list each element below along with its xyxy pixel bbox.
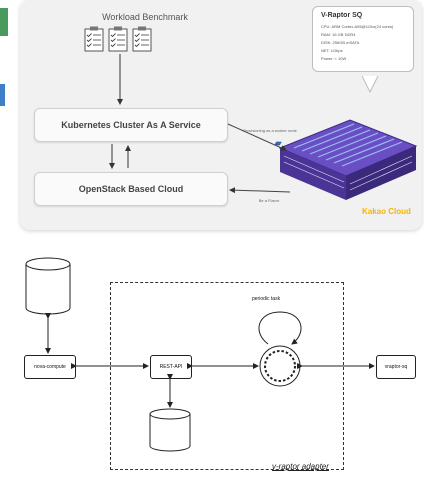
spec-line: DISK: 256GB mSATA (321, 40, 360, 45)
spec-line: Power: < 10W (321, 56, 347, 61)
clipboard-checklist-icon (84, 26, 104, 52)
clipboard-checklist-icon (132, 26, 152, 52)
placement-cylinder (25, 257, 71, 315)
spec-line: CPU: ARM Cortex-A55@1Ghz(24 cores) (321, 24, 394, 29)
db-label: DB (166, 430, 174, 436)
left-edge-green-tab (0, 8, 8, 36)
left-edge-blue-tab (0, 84, 5, 106)
periodic-task-label: periodic task (252, 296, 281, 302)
jobqueue-label: JobQueue (266, 362, 285, 367)
spec-line: RAM: 16 GB DDR4 (321, 32, 356, 37)
placement-label: placement (36, 288, 60, 294)
vraptor-sq-node: vraptor-sq (376, 355, 416, 379)
spec-callout: V-Raptor SQ CPU: ARM Cortex-A55@1Ghz(24 … (312, 6, 414, 72)
spec-line: NET: 1Gbps (321, 48, 343, 53)
flavor-label: Be a Flavor (258, 198, 280, 203)
clipboard-checklist-icon (108, 26, 128, 52)
openstack-cloud-box: OpenStack Based Cloud (34, 172, 228, 206)
rest-api-node: REST-API (150, 355, 192, 379)
adapter-label: v-raptor adapter (272, 462, 329, 471)
kubernetes-cluster-box: Kubernetes Cluster As A Service (34, 108, 228, 142)
adapter-boundary (110, 282, 344, 470)
spec-title: V-Raptor SQ (321, 12, 363, 19)
kakao-cloud-architecture-panel: Workload Benchmark V-Raptor SQ CPU: ARM … (20, 0, 422, 230)
server-rack-icon (274, 119, 418, 200)
kakao-cloud-brand: Kakao Cloud (362, 207, 411, 216)
workload-benchmark-title: Workload Benchmark (102, 12, 188, 22)
nova-compute-node: nova-compute (24, 355, 76, 379)
